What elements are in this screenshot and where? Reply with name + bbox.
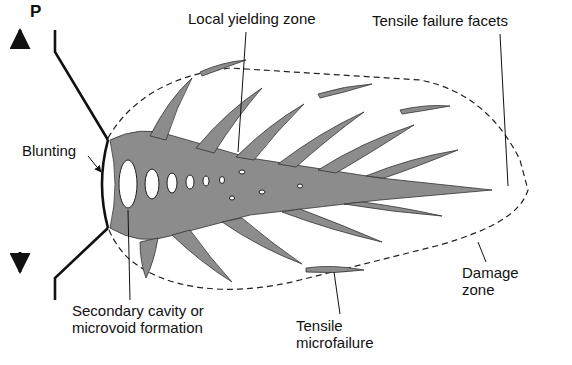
cavity-label: Secondary cavity or microvoid formation [72,302,232,337]
blunting-label: Blunting [22,142,76,159]
crack-faces [55,30,108,300]
load-label: P [30,2,41,22]
load-arrows [19,30,22,272]
yielding-zone [110,60,492,282]
damage-zone-label: Damage zone [462,264,542,299]
microfailure-label: Tensile microfailure [296,317,406,352]
microvoids [119,160,303,208]
facet-label: Tensile failure facets [372,12,508,29]
damage-zone-outline [108,68,528,289]
zone-label: Local yielding zone [188,10,316,27]
leader-lines [88,32,508,314]
